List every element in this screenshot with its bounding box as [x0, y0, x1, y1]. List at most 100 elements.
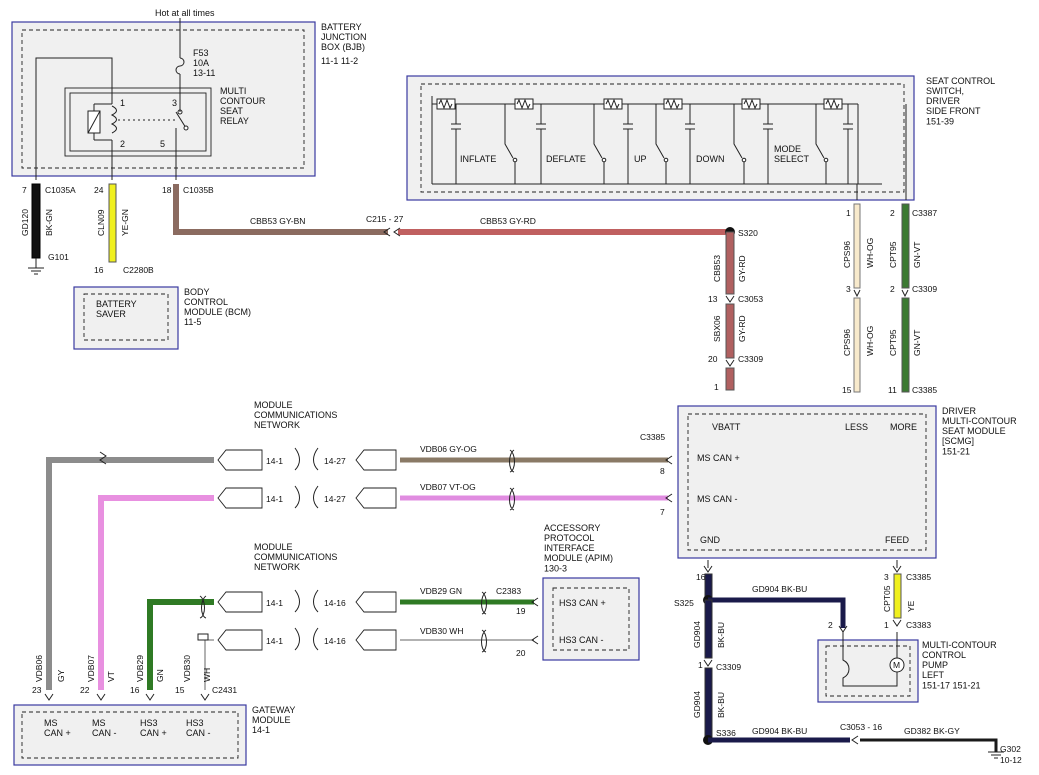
wire-label-gd904-a: GD904 BK-BU	[752, 584, 807, 594]
c2383-label: C2383	[496, 586, 521, 596]
svg-text:20: 20	[708, 354, 718, 364]
battery-junction-box	[11, 18, 316, 180]
c3385-label-3: C3385	[906, 572, 931, 582]
svg-text:GY: GY	[56, 669, 66, 682]
g302-label: G302	[1000, 744, 1021, 754]
relay-pin-2: 2	[120, 139, 125, 149]
svg-text:VDB06: VDB06	[34, 655, 44, 682]
svg-text:CLN09: CLN09	[96, 209, 106, 236]
wire-label-gd904-b: GD904 BK-BU	[752, 726, 807, 736]
apim-pin-hs3-minus: HS3 CAN -	[559, 635, 604, 645]
svg-text:GD904: GD904	[692, 691, 702, 718]
svg-text:7: 7	[22, 185, 27, 195]
c3053-label: C3053	[738, 294, 763, 304]
switch-deflate: DEFLATE	[546, 154, 586, 164]
svg-text:1: 1	[698, 660, 703, 670]
switch-contact-icon	[593, 104, 605, 184]
net-14-27-a: 14-27	[324, 456, 346, 466]
svg-text:15: 15	[175, 685, 185, 695]
svg-text:16: 16	[696, 572, 706, 582]
c1035b-label: C1035B	[183, 185, 214, 195]
c2280b-label: C2280B	[123, 265, 154, 275]
hot-label: Hot at all times	[155, 8, 215, 18]
svg-text:YE: YE	[906, 600, 916, 612]
relay-pin-5: 5	[160, 139, 165, 149]
svg-text:11: 11	[888, 385, 897, 395]
svg-text:1: 1	[846, 208, 851, 218]
c3385-label-1: C3385	[912, 385, 937, 395]
g302-ref: 10-12	[1000, 755, 1022, 765]
svg-text:BK-BU: BK-BU	[716, 622, 726, 648]
svg-text:2: 2	[890, 284, 895, 294]
bjb-refs: 11-1 11-2	[321, 56, 358, 66]
wire-label-gd382: GD382 BK-GY	[904, 726, 960, 736]
svg-text:24: 24	[94, 185, 104, 195]
svg-text:13: 13	[708, 294, 718, 304]
s325-label: S325	[674, 598, 694, 608]
body-control-module	[73, 286, 179, 350]
net-14-1-c: 14-1	[266, 598, 283, 608]
switch-inflate: INFLATE	[460, 154, 496, 164]
svg-text:VT: VT	[106, 671, 116, 682]
svg-text:VDB30: VDB30	[182, 655, 192, 682]
c3053-16-label: C3053 - 16	[840, 722, 882, 732]
net-14-16-a: 14-16	[324, 598, 346, 608]
svg-text:GN-VT: GN-VT	[912, 330, 922, 356]
svg-text:BK-BU: BK-BU	[716, 692, 726, 718]
wire-cbb53	[173, 184, 735, 391]
svg-text:CPS96: CPS96	[842, 329, 852, 356]
apim-module	[542, 577, 640, 661]
wire-label-vdb30: VDB30 WH	[420, 626, 463, 636]
wire-cps96	[853, 203, 861, 393]
net-14-16-b: 14-16	[324, 636, 346, 646]
scmg-pin-mscan-minus: MS CAN -	[697, 494, 738, 504]
c3309-label-3: C3309	[716, 662, 741, 672]
svg-text:CPT05: CPT05	[882, 585, 892, 612]
svg-text:GY-RD: GY-RD	[737, 255, 747, 282]
net-14-1-a: 14-1	[266, 456, 283, 466]
relay-pin-1: 1	[120, 98, 125, 108]
c3309-label-2: C3309	[912, 284, 937, 294]
svg-text:7: 7	[660, 507, 665, 517]
switch-down: DOWN	[696, 154, 725, 164]
svg-text:BK-GN: BK-GN	[44, 209, 54, 236]
capacitor-icon	[451, 104, 461, 184]
wire-cpt95	[901, 203, 910, 393]
c1035a-label: C1035A	[45, 185, 76, 195]
svg-text:1: 1	[714, 382, 719, 392]
switch-contact-icon	[655, 104, 667, 184]
gateway-connector-arrows	[44, 693, 210, 701]
svg-text:WH-OG: WH-OG	[865, 326, 875, 356]
capacitor-icon	[685, 104, 695, 184]
c2431-label: C2431	[212, 685, 237, 695]
wire-cln09	[108, 183, 117, 263]
g101-label: G101	[48, 252, 69, 262]
svg-text:GN-VT: GN-VT	[912, 242, 922, 268]
svg-text:22: 22	[80, 685, 90, 695]
svg-text:SBX06: SBX06	[712, 315, 722, 342]
wire-label-vdb06: VDB06 GY-OG	[420, 444, 477, 454]
s336-label: S336	[716, 728, 736, 738]
switch-up: UP	[634, 154, 647, 164]
svg-text:CPS96: CPS96	[842, 241, 852, 268]
scmg-pin-more: MORE	[890, 422, 917, 432]
svg-text:19: 19	[516, 606, 526, 616]
svg-text:16: 16	[94, 265, 104, 275]
svg-text:CBB53: CBB53	[712, 255, 722, 282]
capacitor-icon	[536, 104, 546, 184]
net-14-1-d: 14-1	[266, 636, 283, 646]
wire-label-vdb07: VDB07 VT-OG	[420, 482, 476, 492]
scmg-pin-less: LESS	[845, 422, 868, 432]
svg-text:8: 8	[660, 466, 665, 476]
capacitor-icon	[843, 104, 853, 184]
c3385-label-2: C3385	[640, 432, 665, 442]
